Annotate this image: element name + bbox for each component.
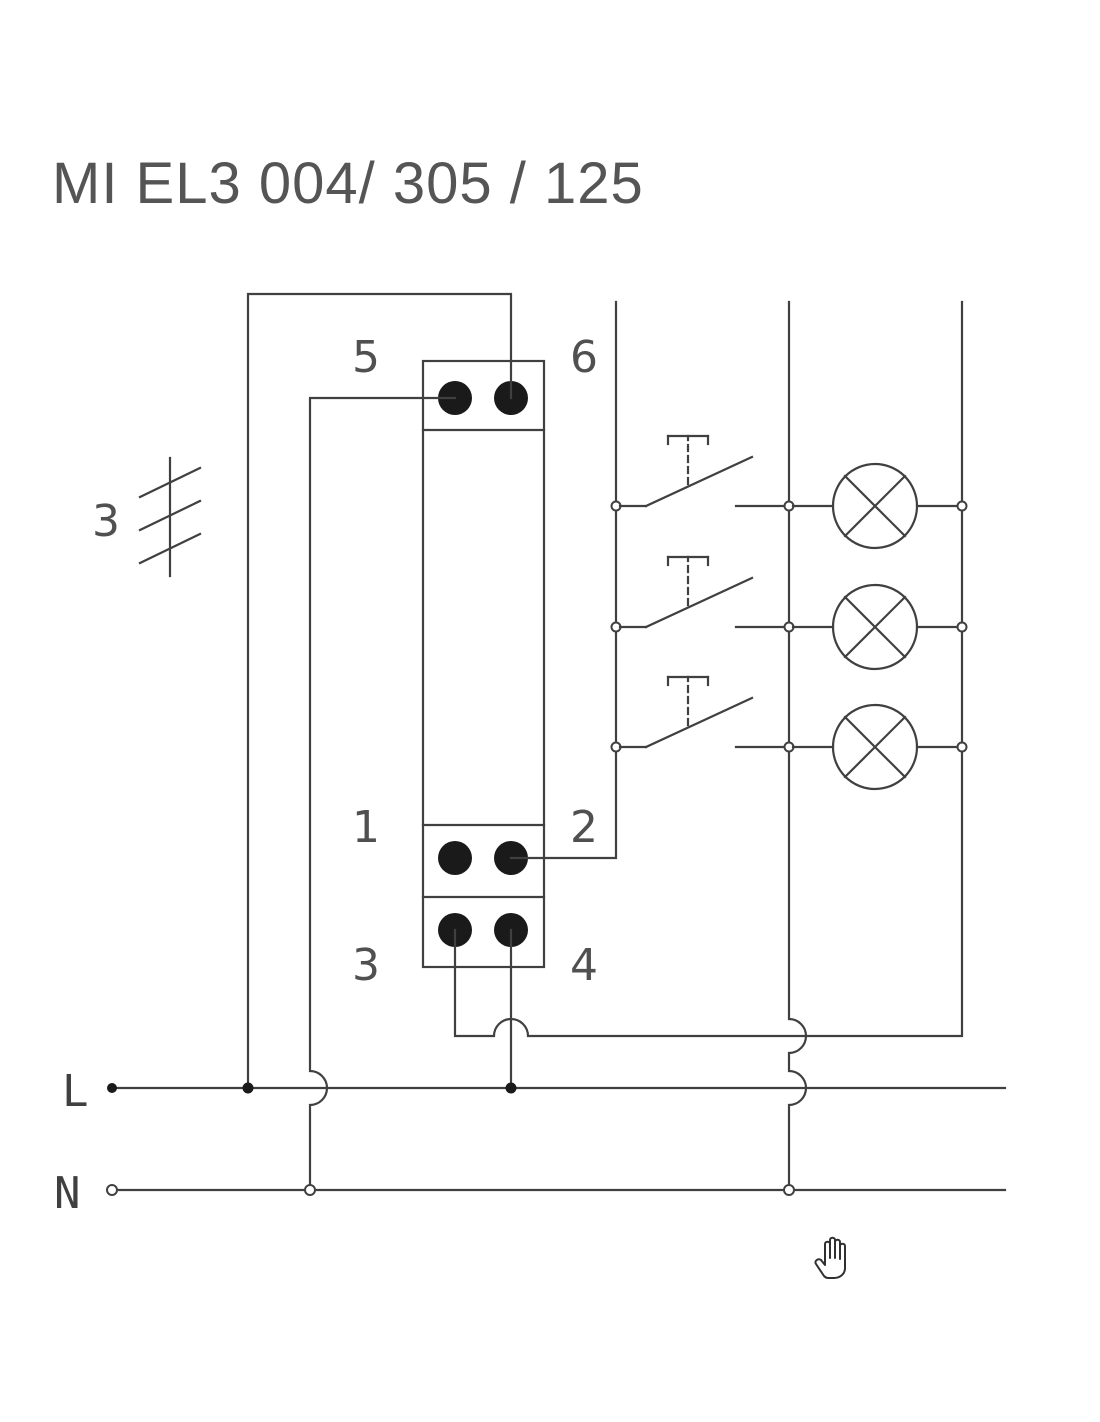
line-rail-terminal <box>107 1083 117 1093</box>
junction-dot <box>242 1082 254 1094</box>
wire-terminal-2-to-pushbuttons <box>509 300 618 860</box>
junction-dot <box>505 1082 517 1094</box>
pushbutton-icon <box>610 434 791 512</box>
lamp-icon <box>783 703 968 791</box>
junction-dot <box>304 1184 316 1196</box>
terminal-label-3: 3 <box>352 940 380 991</box>
line-rail-label: L <box>62 1066 89 1117</box>
relay-module <box>421 359 546 969</box>
lamp-icon <box>783 583 968 671</box>
pushbutton-icon <box>610 675 791 753</box>
junction-dot <box>783 1184 795 1196</box>
neutral-rail-label: N <box>54 1168 81 1219</box>
wire-terminal-5-to-neutral <box>308 396 457 1192</box>
terminal-label-2: 2 <box>570 802 598 853</box>
neutral-rail-terminal <box>106 1184 118 1196</box>
terminal-1 <box>438 841 472 875</box>
wire-terminal-3-to-lamps <box>453 300 964 1038</box>
conductor-count-label: 3 <box>92 496 120 547</box>
terminal-label-6: 6 <box>570 332 598 383</box>
three-conductor-symbol <box>138 456 202 578</box>
wire-lamp-column-to-neutral <box>787 300 808 1192</box>
hand-cursor-icon <box>814 1236 846 1279</box>
pushbutton-icon <box>610 555 791 633</box>
terminal-label-1: 1 <box>352 802 380 853</box>
terminal-label-5: 5 <box>352 332 380 383</box>
page-title: MI EL3 004/ 305 / 125 <box>52 151 644 216</box>
terminal-label-4: 4 <box>570 940 598 991</box>
wire-terminal-6-to-line <box>246 292 513 1090</box>
lamp-icon <box>783 462 968 550</box>
